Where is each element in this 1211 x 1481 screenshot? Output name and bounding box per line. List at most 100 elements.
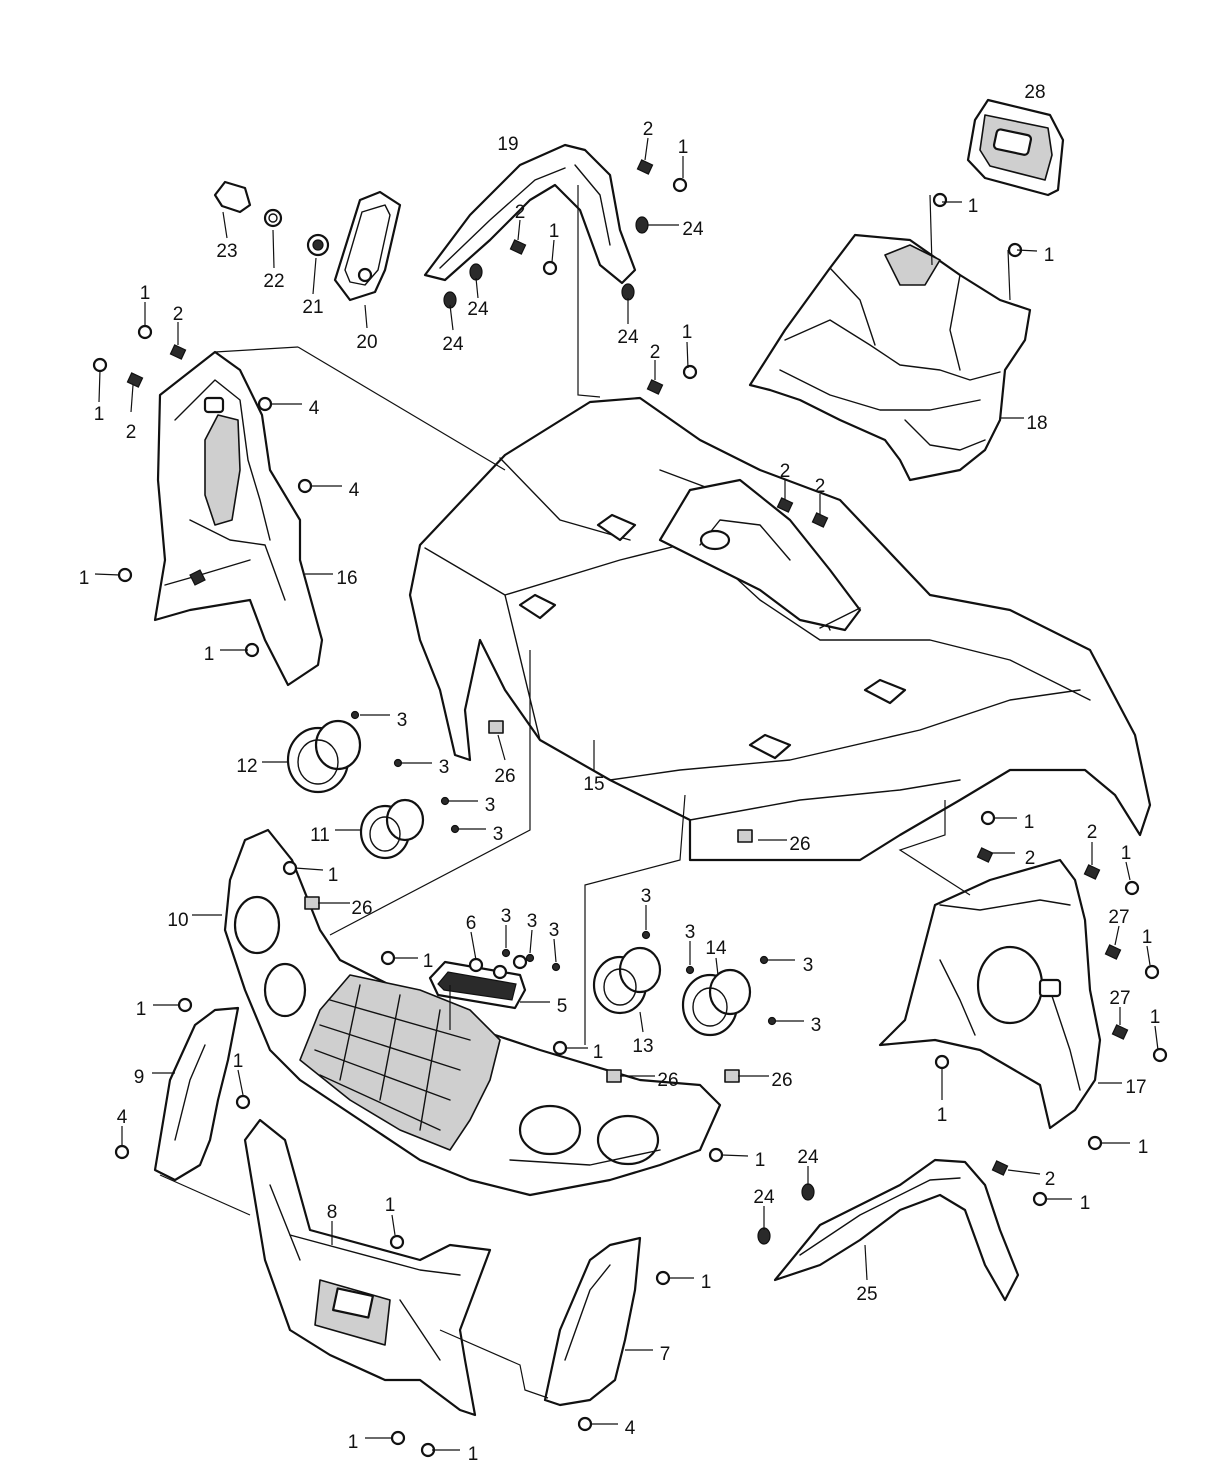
left-bumper-side-part-9	[153, 1006, 240, 1182]
clip-fastener	[509, 239, 527, 255]
callout-leader-screw	[1146, 945, 1151, 966]
callout-leader-screw	[294, 867, 324, 871]
grommet-fastener	[801, 1183, 815, 1201]
callout-clip-nut: 26	[494, 766, 515, 787]
screw-fastener	[235, 1094, 251, 1110]
screw-fastener	[542, 260, 558, 276]
callout-rivet: 4	[625, 1418, 636, 1439]
callout-left-lamp: 11	[310, 825, 330, 846]
mirror-group	[213, 180, 402, 302]
callout-nut: 21	[302, 297, 323, 318]
screw-fastener	[450, 824, 460, 834]
left-lamp-11	[359, 798, 425, 860]
screw-fastener	[759, 955, 769, 965]
left-headlight-12	[286, 719, 362, 794]
callout-clip: 27	[1109, 988, 1130, 1009]
callout-clip-nut: 26	[657, 1070, 678, 1091]
callout-right-inner-fender: 17	[1125, 1077, 1146, 1098]
callout-screw: 3	[685, 922, 696, 943]
callout-washer: 22	[263, 271, 284, 292]
callout-grommet: 24	[467, 299, 489, 320]
callout-grommet: 24	[617, 327, 639, 348]
screw-fastener	[501, 948, 511, 958]
callout-screw: 1	[701, 1272, 712, 1293]
callout-leader-emblem-clip	[470, 931, 477, 961]
screw-fastener	[708, 1147, 724, 1163]
clip-fastener	[1111, 1024, 1129, 1040]
clip-fastener	[776, 497, 794, 513]
right-bumper-side-part-7	[543, 1236, 642, 1407]
screw-fastener	[177, 997, 193, 1013]
callout-screw: 1	[1150, 1007, 1161, 1028]
callout-front-cover: 15	[583, 774, 604, 795]
emblem-clip-fastener	[492, 964, 508, 980]
screw-fastener	[672, 177, 688, 193]
callout-leader-clip-nut	[497, 734, 506, 761]
screw-fastener	[682, 364, 698, 380]
callout-right-bumper-side: 7	[660, 1344, 671, 1365]
callout-front-bumper: 8	[327, 1202, 338, 1223]
screw-fastener	[92, 357, 108, 373]
callout-screw: 1	[1121, 843, 1132, 864]
fasteners	[92, 159, 1168, 1458]
screw-fastener	[1124, 880, 1140, 896]
callout-right-fender-flare: 25	[856, 1284, 877, 1305]
callout-screw: 1	[593, 1042, 604, 1063]
left-fender-flare-part	[423, 143, 637, 285]
callout-screw: 1	[1142, 927, 1153, 948]
callout-left-inner-fender: 16	[336, 568, 357, 589]
clip-nut-fastener	[304, 896, 320, 910]
callout-instrument-cover: 18	[1026, 413, 1047, 434]
callout-screw: 1	[136, 999, 147, 1020]
callout-screw: 3	[439, 757, 450, 778]
callout-leader-mirror-bracket	[222, 211, 228, 239]
callout-grommet: 24	[797, 1147, 819, 1168]
callout-screw: 1	[1138, 1137, 1149, 1158]
callout-leader-grommet	[449, 304, 454, 331]
callout-screw: 3	[397, 710, 408, 731]
callout-front-grille-frame: 10	[167, 910, 188, 931]
callout-leader-screw	[1125, 861, 1131, 881]
callout-leader-grommet	[475, 277, 479, 299]
callout-right-lamp: 13	[632, 1036, 653, 1057]
rivet-fastener	[114, 1144, 130, 1160]
callout-leader-clip	[644, 137, 649, 161]
callout-screw: 3	[501, 906, 512, 927]
clip-fastener	[646, 379, 664, 395]
screw-fastener	[932, 192, 948, 208]
screw-fastener	[1144, 964, 1160, 980]
callout-leader-screw	[237, 1069, 244, 1096]
screw-fastener	[380, 950, 396, 966]
callout-leader-right-headlight	[715, 957, 719, 976]
screw-fastener	[685, 965, 695, 975]
callout-leader-screw	[1154, 1025, 1159, 1051]
clip-fastener	[636, 159, 654, 175]
grommet-fastener	[621, 283, 635, 301]
callout-leader-screw	[1016, 249, 1038, 252]
callout-leader-nut	[312, 257, 317, 295]
callout-leader-clip	[1007, 1169, 1041, 1175]
rivet-fastener	[297, 478, 313, 494]
screw-fastener	[440, 796, 450, 806]
callout-screw: 1	[79, 568, 90, 589]
screw-fastener	[551, 962, 561, 972]
callout-leader-right-lamp	[639, 1011, 644, 1033]
callout-grommet: 24	[442, 334, 464, 355]
callout-clip: 27	[1108, 907, 1129, 928]
right-inner-fender-part	[878, 858, 1102, 1130]
callout-screw: 1	[1024, 812, 1035, 833]
instrument-cover-part	[748, 233, 1032, 482]
callout-labels: 1111111111111111111111111122222222223333…	[79, 82, 1161, 1465]
callout-clip: 2	[173, 304, 184, 325]
emblem-clip-fastener	[468, 957, 484, 973]
front-cover-part	[408, 396, 1152, 862]
callout-clip-nut: 26	[789, 834, 810, 855]
clip-nut-fastener	[488, 720, 504, 734]
callout-screw: 1	[678, 137, 689, 158]
callout-clip: 2	[515, 202, 526, 223]
callout-screw: 1	[423, 951, 434, 972]
screw-fastener	[390, 1430, 406, 1446]
screw-fastener	[767, 1016, 777, 1026]
callout-screw: 1	[328, 865, 339, 886]
screw-fastener	[1152, 1047, 1168, 1063]
